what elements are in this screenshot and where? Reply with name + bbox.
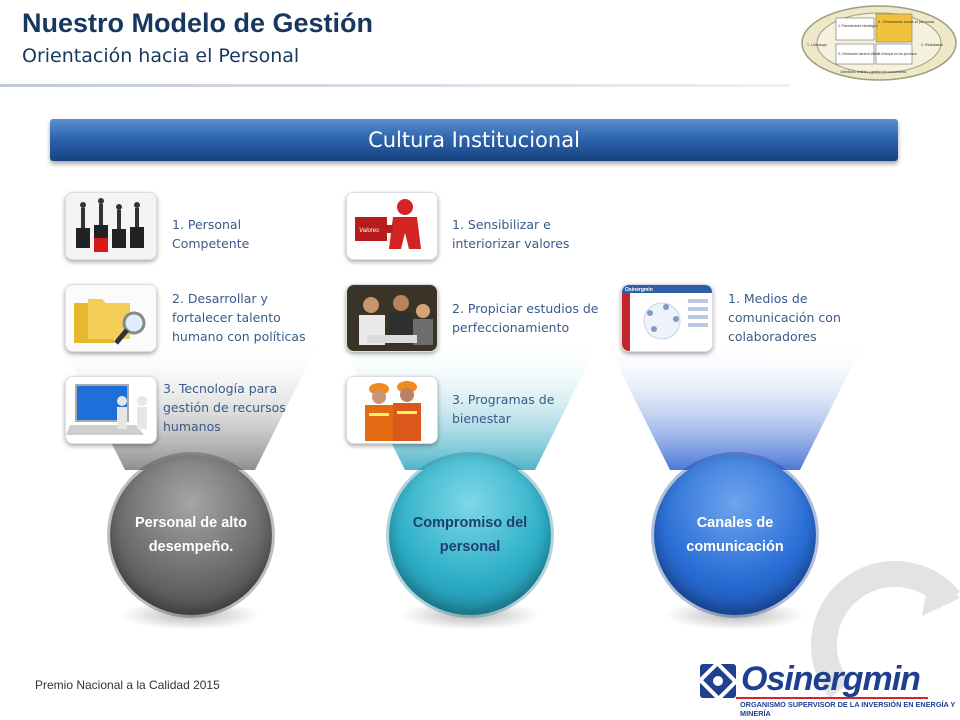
header-divider xyxy=(0,84,790,87)
folders-magnifier-icon xyxy=(65,284,157,352)
diagram-label: 2. Resultados xyxy=(921,43,943,47)
diagram-label: 6. Enfoque en los procesos xyxy=(878,52,917,56)
list-item: 1. Sensibilizar e interiorizar valores xyxy=(452,217,570,251)
business-people-icon xyxy=(65,192,157,260)
sphere-compromiso-personal: Compromiso del personal xyxy=(389,455,551,615)
logo-divider xyxy=(736,697,928,699)
laptop-handshake-icon xyxy=(65,376,157,444)
sphere-canales-comunicacion: Canales de comunicación xyxy=(654,455,816,615)
list-item: 1. Medios de comunicación con colaborado… xyxy=(728,291,841,344)
osinergmin-tagline: ORGANISMO SUPERVISOR DE LA INVERSIÓN EN … xyxy=(740,700,956,718)
culture-banner: Cultura Institucional xyxy=(50,119,898,161)
intranet-screen-icon: Osinergmin xyxy=(621,284,713,352)
osinergmin-logo-text: Osinergmin xyxy=(741,660,921,698)
footer-award: Premio Nacional a la Calidad 2015 xyxy=(35,678,220,692)
diagram-label: 5. Orientación hacia el personal xyxy=(878,19,934,24)
study-group-icon xyxy=(346,284,438,352)
safety-workers-icon xyxy=(346,376,438,444)
sphere-label: Compromiso del personal xyxy=(412,515,528,555)
svg-text:Valores: Valores xyxy=(359,228,379,234)
osinergmin-logo-icon xyxy=(697,660,739,702)
svg-text:Osinergmin: Osinergmin xyxy=(625,287,653,293)
list-item: 2. Desarrollar y fortalecer talento huma… xyxy=(172,291,306,344)
list-item: 1. Personal Competente xyxy=(172,217,250,251)
sphere-personal-alto-desempeno: Personal de alto desempeño. xyxy=(110,455,272,615)
list-item: 2. Propiciar estudios de perfeccionamien… xyxy=(452,301,599,335)
page-subtitle: Orientación hacia el Personal xyxy=(22,45,300,67)
management-model-diagram: 1. Liderazgo 4. Planeamiento estratégico… xyxy=(801,5,957,81)
funnel-blue xyxy=(605,340,865,470)
sphere-label: Personal de alto desempeño. xyxy=(134,515,247,555)
diagram-label: 1. Liderazgo xyxy=(807,43,827,47)
diagram-label: 4. Planeamiento estratégico xyxy=(838,24,878,28)
puzzle-figure-icon: Valores xyxy=(346,192,438,260)
list-item: 3. Tecnología para gestión de recursos h… xyxy=(163,381,286,434)
sphere-label: Canales de comunicación xyxy=(686,515,784,555)
list-item: 3. Programas de bienestar xyxy=(452,392,555,426)
decorative-arc xyxy=(810,560,960,699)
diagram-label: 4.Medición, análisis y gestión del conoc… xyxy=(840,70,906,74)
page-title: Nuestro Modelo de Gestión xyxy=(22,8,374,38)
diagram-label: 3. Orientación hacia el cliente xyxy=(838,52,880,56)
